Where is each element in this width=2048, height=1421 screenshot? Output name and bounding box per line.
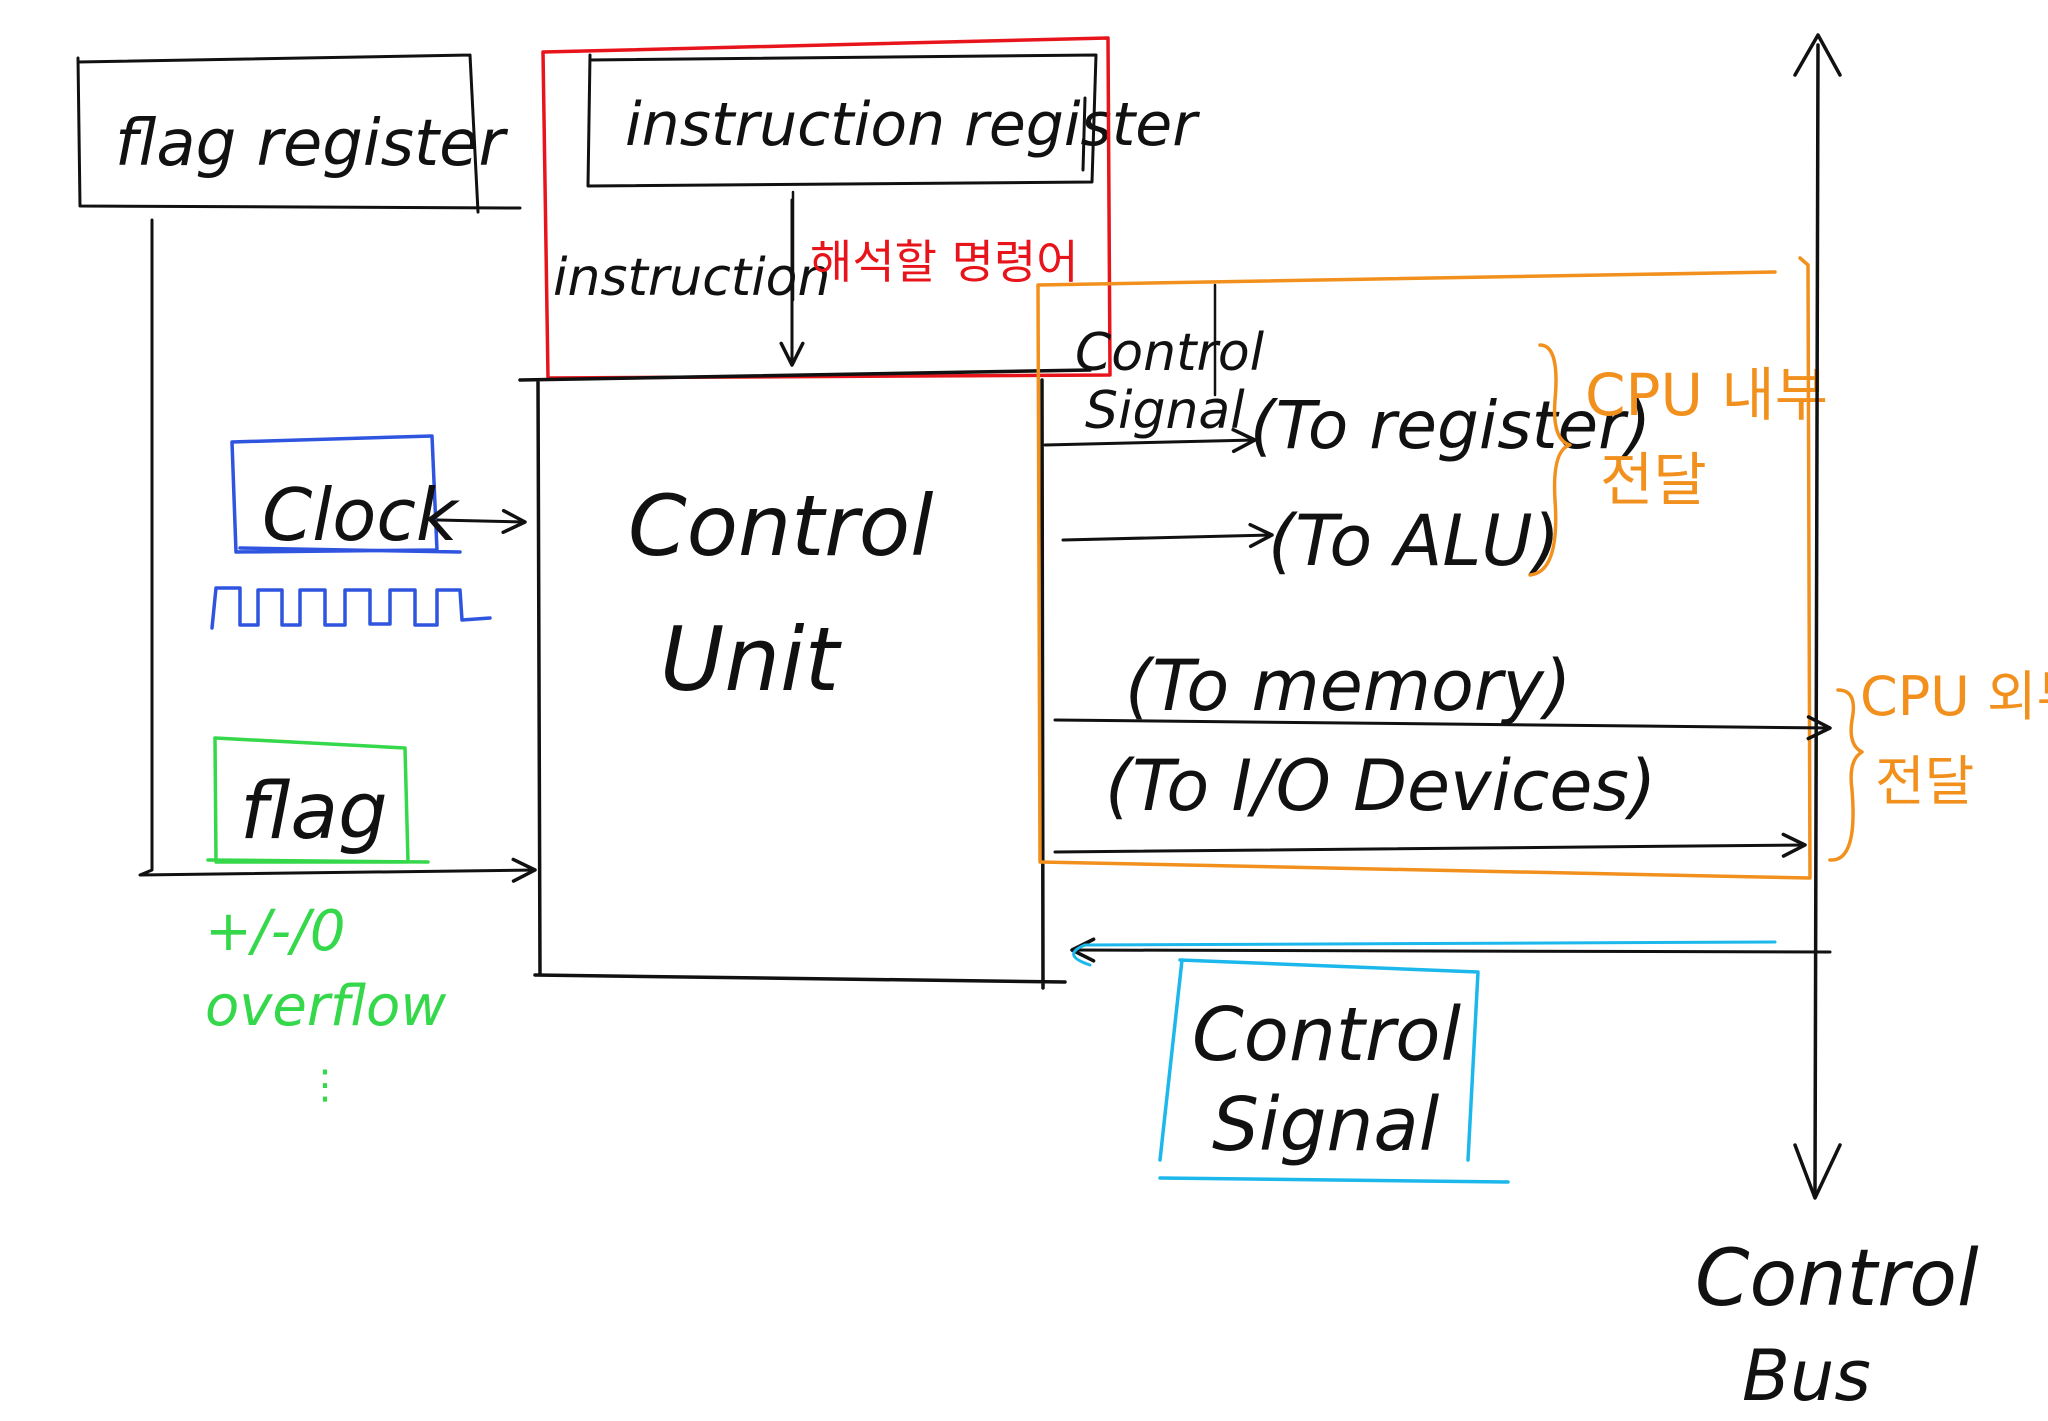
- clock-arrow: [436, 508, 527, 535]
- to-io-label: (To I/O Devices): [1105, 745, 1656, 827]
- to-register-arrow: [1043, 427, 1257, 454]
- control-signal-out-line1: Control: [1075, 323, 1265, 383]
- incoming-signal-arrow: [1070, 937, 1832, 963]
- control-bus-arrow-up: [1793, 33, 1842, 77]
- instruction-register-label: instruction register: [625, 90, 1200, 160]
- to-register-label: (To register): [1250, 387, 1651, 464]
- flag-register-box: flag register: [76, 53, 522, 214]
- internal-bracket: [1528, 343, 1572, 577]
- control-bus-line2: Bus: [1742, 1335, 1871, 1417]
- instruction-note: 해석할 명령어: [810, 235, 1079, 289]
- incoming-signal-highlight: [1072, 940, 1777, 967]
- flag-wire: [138, 218, 537, 883]
- control-unit-line2: Unit: [660, 608, 843, 711]
- control-signal-out-line2: Signal: [1085, 381, 1245, 441]
- instruction-highlight-box: [541, 36, 1112, 380]
- to-memory-label: (To memory): [1125, 645, 1571, 727]
- flag-label: flag: [240, 767, 388, 857]
- external-note-line1: CPU 외부: [1860, 665, 2048, 728]
- internal-note-line2: 전달: [1600, 446, 1707, 514]
- flag-values-more: ⋮: [305, 1062, 345, 1108]
- internal-note-line1: CPU 내부: [1585, 361, 1828, 429]
- external-bracket: [1828, 688, 1864, 862]
- to-io-arrow: [1053, 832, 1807, 858]
- control-bus-line1: Control: [1695, 1234, 1979, 1324]
- flag-register-label: flag register: [115, 107, 508, 181]
- clock-waveform: [210, 586, 492, 630]
- to-alu-arrow: [1061, 522, 1274, 549]
- to-memory-arrow: [1053, 715, 1832, 741]
- flag-box: flag +/-/0 overflow ⋮: [205, 736, 446, 1108]
- control-bus-line: [1813, 43, 1820, 1197]
- external-note-line2: 전달: [1875, 750, 1974, 813]
- instruction-label: instruction: [553, 248, 830, 308]
- control-signal-in-line1: Control: [1192, 992, 1462, 1078]
- flag-values-line2: overflow: [205, 974, 446, 1039]
- control-unit-line1: Control: [628, 477, 933, 575]
- control-signal-in-line2: Signal: [1212, 1082, 1440, 1168]
- flag-values-line1: +/-/0: [205, 899, 346, 964]
- instruction-register-box: instruction register: [586, 53, 1200, 188]
- to-alu-label: (To ALU): [1268, 500, 1560, 582]
- control-unit-box: Control Unit: [518, 368, 1092, 990]
- control-bus-arrow-down: [1793, 1143, 1842, 1200]
- signal-group-box: [1036, 256, 1812, 880]
- incoming-signal-box: Control Signal: [1158, 958, 1510, 1184]
- clock-box: Clock: [210, 434, 492, 630]
- clock-label: Clock: [262, 473, 461, 557]
